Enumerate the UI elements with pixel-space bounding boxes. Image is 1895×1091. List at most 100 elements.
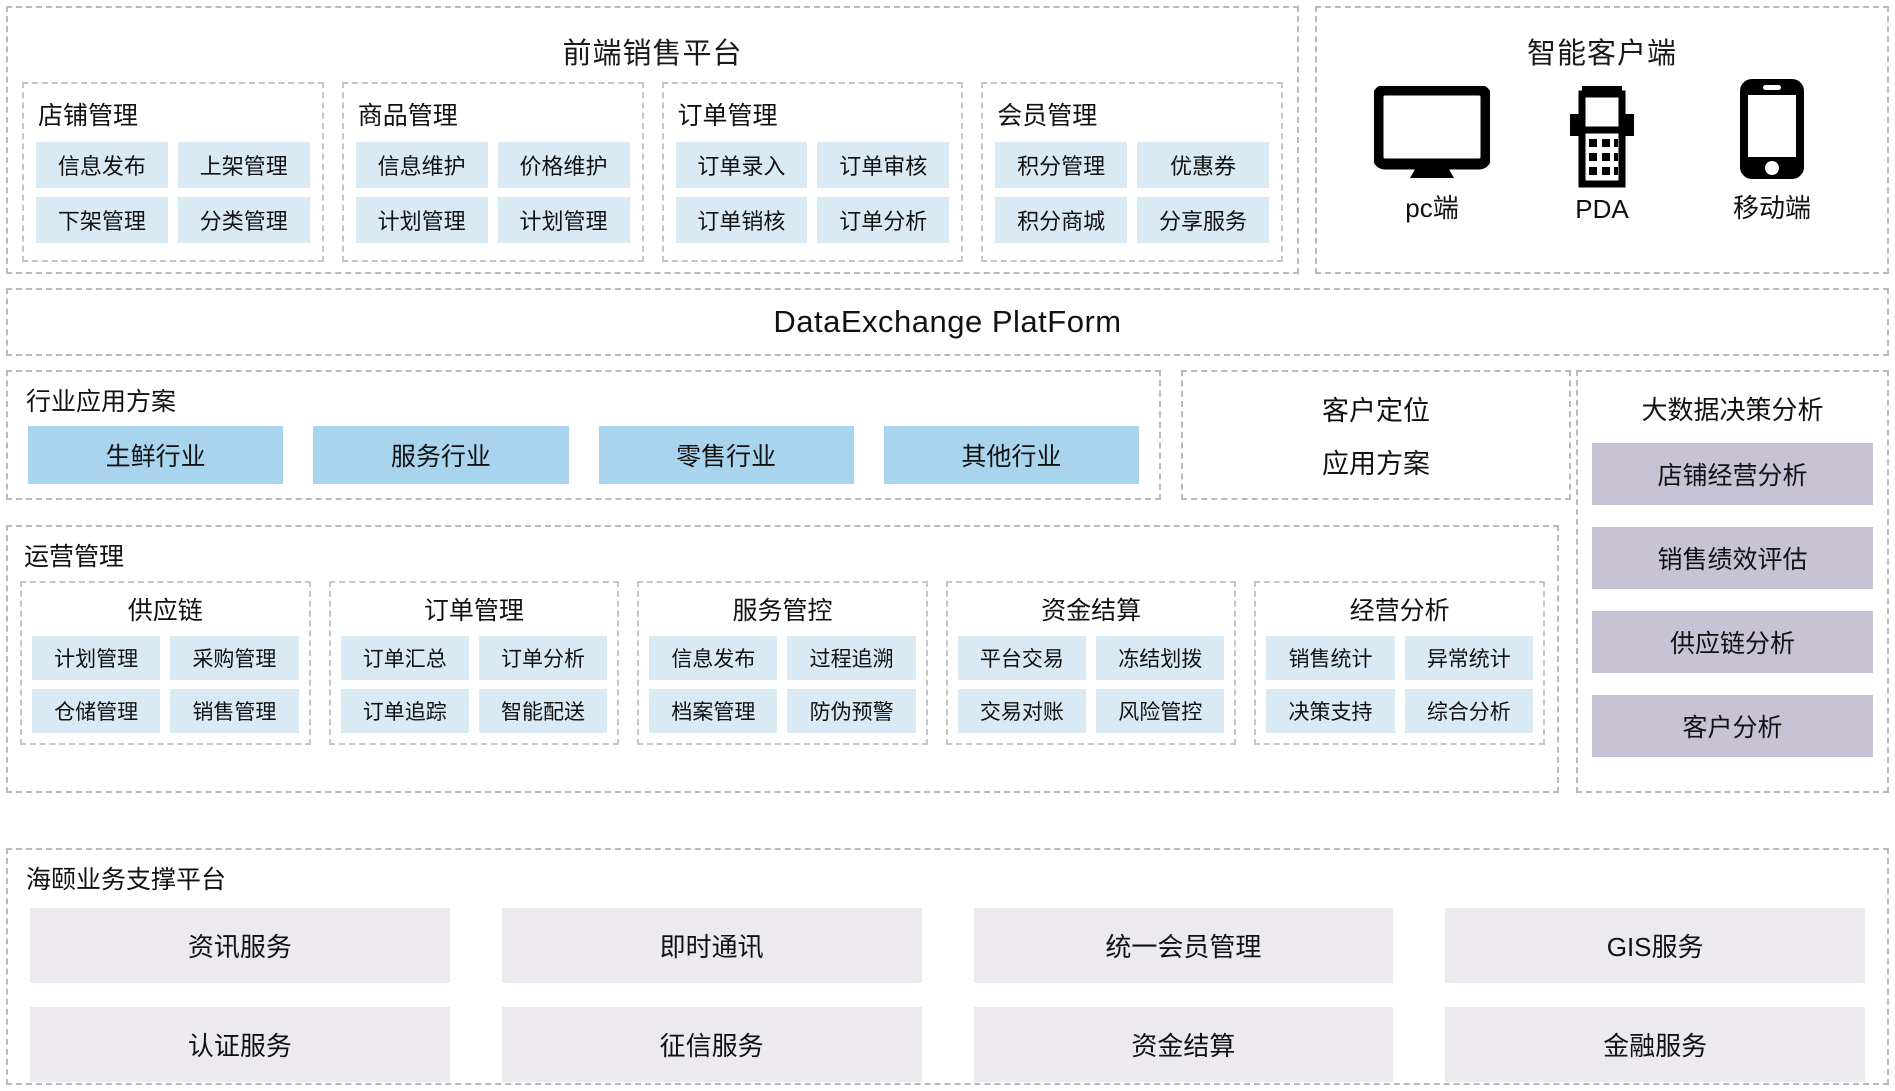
ops-chip[interactable]: 档案管理 xyxy=(649,689,778,733)
frontend-chip[interactable]: 信息发布 xyxy=(36,142,168,188)
support-chip[interactable]: 征信服务 xyxy=(501,1007,922,1082)
device-label: 移动端 xyxy=(1732,193,1811,223)
ops-chip-grid: 信息发布 过程追溯 档案管理 防伪预警 xyxy=(649,636,916,733)
frontend-chip[interactable]: 分类管理 xyxy=(177,197,310,243)
bigdata-chip[interactable]: 客户分析 xyxy=(1592,695,1873,757)
frontend-chip[interactable]: 订单录入 xyxy=(675,142,808,188)
device-pda[interactable]: PDA xyxy=(1517,84,1687,225)
support-chip[interactable]: 资讯服务 xyxy=(30,908,450,983)
frontend-chip[interactable]: 信息维护 xyxy=(355,142,488,188)
support-chip[interactable]: 金融服务 xyxy=(1445,1007,1865,1082)
dataexchange-platform-band: DataExchange PlatForm xyxy=(6,288,1889,356)
top-row: 前端销售平台 店铺管理 信息发布 上架管理 下架管理 分类管理 商品管理 信息维… xyxy=(6,6,1889,274)
ops-chip-grid: 平台交易 冻结划拨 交易对账 风险管控 xyxy=(957,636,1225,733)
support-chip[interactable]: 统一会员管理 xyxy=(973,908,1394,983)
frontend-chip[interactable]: 计划管理 xyxy=(355,197,488,243)
frontend-group-store: 店铺管理 信息发布 上架管理 下架管理 分类管理 xyxy=(22,82,324,262)
bigdata-analysis-box: 大数据决策分析 店铺经营分析 销售绩效评估 供应链分析 客户分析 xyxy=(1576,370,1889,793)
frontend-group-member: 会员管理 积分管理 优惠券 积分商城 分享服务 xyxy=(981,82,1283,262)
ops-group-title: 供应链 xyxy=(127,597,203,625)
frontend-chip[interactable]: 下架管理 xyxy=(36,197,168,243)
frontend-chip[interactable]: 价格维护 xyxy=(497,142,630,188)
ops-chip[interactable]: 智能配送 xyxy=(478,689,608,733)
support-platform-box: 海颐业务支撑平台 资讯服务 即时通讯 统一会员管理 GIS服务 认证服务 征信服… xyxy=(6,848,1889,1085)
ops-chip[interactable]: 综合分析 xyxy=(1404,689,1533,733)
ops-group-supply-chain: 供应链 计划管理 采购管理 仓储管理 销售管理 xyxy=(20,581,311,745)
frontend-chip-grid: 信息维护 价格维护 计划管理 计划管理 xyxy=(355,142,630,243)
customer-positioning-box: 客户定位 应用方案 xyxy=(1181,370,1571,500)
frontend-chip[interactable]: 分享服务 xyxy=(1137,197,1269,243)
ops-chip[interactable]: 交易对账 xyxy=(957,689,1087,733)
ops-chip[interactable]: 风险管控 xyxy=(1096,689,1225,733)
frontend-sales-platform-panel: 前端销售平台 店铺管理 信息发布 上架管理 下架管理 分类管理 商品管理 信息维… xyxy=(6,6,1299,274)
ops-chip[interactable]: 计划管理 xyxy=(32,636,161,680)
support-chip[interactable]: 即时通讯 xyxy=(501,908,922,983)
bigdata-chip[interactable]: 供应链分析 xyxy=(1592,611,1873,673)
frontend-group-order: 订单管理 订单录入 订单审核 订单销核 订单分析 xyxy=(661,82,964,262)
ops-chip[interactable]: 仓储管理 xyxy=(32,689,161,733)
device-pc[interactable]: pc端 xyxy=(1347,86,1517,225)
ops-chip[interactable]: 冻结划拨 xyxy=(1096,636,1225,680)
ops-chip[interactable]: 决策支持 xyxy=(1266,689,1395,733)
support-chip[interactable]: 资金结算 xyxy=(973,1007,1394,1082)
ops-chip[interactable]: 采购管理 xyxy=(170,636,299,680)
operations-management-box: 运营管理 供应链 计划管理 采购管理 仓储管理 销售管理 订单管理 订单汇总 xyxy=(6,525,1559,793)
ops-chip[interactable]: 平台交易 xyxy=(957,636,1087,680)
frontend-chip[interactable]: 积分商城 xyxy=(995,197,1128,243)
frontend-group-title: 商品管理 xyxy=(357,102,458,130)
frontend-chip[interactable]: 上架管理 xyxy=(177,142,310,188)
ops-chip[interactable]: 异常统计 xyxy=(1404,636,1533,680)
pda-icon xyxy=(1517,84,1687,188)
bigdata-title: 大数据决策分析 xyxy=(1641,395,1824,425)
ops-chip-grid: 计划管理 采购管理 仓储管理 销售管理 xyxy=(32,636,299,733)
ops-chip[interactable]: 防伪预警 xyxy=(787,689,916,733)
support-chip[interactable]: 认证服务 xyxy=(30,1007,450,1082)
customer-line: 客户定位 xyxy=(1322,396,1430,426)
device-list: pc端 xyxy=(1317,72,1887,225)
industry-chip[interactable]: 服务行业 xyxy=(313,426,569,484)
frontend-chip[interactable]: 优惠券 xyxy=(1137,142,1269,188)
ops-chip[interactable]: 订单汇总 xyxy=(340,636,469,680)
ops-chip[interactable]: 销售管理 xyxy=(170,689,299,733)
ops-chip[interactable]: 销售统计 xyxy=(1266,636,1395,680)
bigdata-chip[interactable]: 销售绩效评估 xyxy=(1592,527,1873,589)
industry-item-list: 生鲜行业 服务行业 零售行业 其他行业 xyxy=(22,426,1145,484)
dataexchange-title: DataExchange PlatForm xyxy=(773,304,1122,339)
ops-chip[interactable]: 订单分析 xyxy=(478,636,608,680)
ops-chip[interactable]: 过程追溯 xyxy=(787,636,916,680)
client-panel-title: 智能客户端 xyxy=(1526,38,1677,70)
frontend-chip[interactable]: 订单销核 xyxy=(675,197,808,243)
device-mobile[interactable]: 移动端 xyxy=(1687,76,1857,225)
frontend-chip[interactable]: 订单分析 xyxy=(817,197,950,243)
ops-chip-grid: 销售统计 异常统计 决策支持 综合分析 xyxy=(1266,636,1533,733)
middle-section: 行业应用方案 生鲜行业 服务行业 零售行业 其他行业 客户定位 应用方案 运营管… xyxy=(6,370,1889,820)
industry-chip[interactable]: 零售行业 xyxy=(598,426,854,484)
industry-chip[interactable]: 其他行业 xyxy=(883,426,1139,484)
support-item-grid: 资讯服务 即时通讯 统一会员管理 GIS服务 认证服务 征信服务 资金结算 金融… xyxy=(22,904,1873,1082)
frontend-chip[interactable]: 积分管理 xyxy=(995,142,1128,188)
ops-group-business-analysis: 经营分析 销售统计 异常统计 决策支持 综合分析 xyxy=(1254,581,1545,745)
ops-chip[interactable]: 信息发布 xyxy=(649,636,778,680)
operations-group-list: 供应链 计划管理 采购管理 仓储管理 销售管理 订单管理 订单汇总 订单分析 订… xyxy=(20,581,1545,745)
industry-solutions-box: 行业应用方案 生鲜行业 服务行业 零售行业 其他行业 xyxy=(6,370,1161,500)
support-title: 海颐业务支撑平台 xyxy=(26,866,227,894)
ops-group-order: 订单管理 订单汇总 订单分析 订单追踪 智能配送 xyxy=(328,581,620,745)
frontend-chip[interactable]: 订单审核 xyxy=(817,142,950,188)
bigdata-chip[interactable]: 店铺经营分析 xyxy=(1592,443,1873,505)
support-chip[interactable]: GIS服务 xyxy=(1445,908,1865,983)
ops-chip[interactable]: 订单追踪 xyxy=(340,689,469,733)
frontend-group-product: 商品管理 信息维护 价格维护 计划管理 计划管理 xyxy=(341,82,644,262)
ops-chip-grid: 订单汇总 订单分析 订单追踪 智能配送 xyxy=(340,636,608,733)
frontend-chip-grid: 订单录入 订单审核 订单销核 订单分析 xyxy=(675,142,950,243)
industry-chip[interactable]: 生鲜行业 xyxy=(28,426,284,484)
device-label: PDA xyxy=(1575,194,1629,224)
frontend-chip[interactable]: 计划管理 xyxy=(497,197,630,243)
smart-client-panel: 智能客户端 pc端 xyxy=(1315,6,1889,274)
frontend-group-title: 会员管理 xyxy=(997,102,1098,130)
frontend-chip-grid: 积分管理 优惠券 积分商城 分享服务 xyxy=(995,142,1269,243)
mobile-icon xyxy=(1687,76,1857,182)
ops-group-title: 订单管理 xyxy=(423,597,524,625)
frontend-group-list: 店铺管理 信息发布 上架管理 下架管理 分类管理 商品管理 信息维护 价格维护 … xyxy=(8,72,1297,262)
frontend-chip-grid: 信息发布 上架管理 下架管理 分类管理 xyxy=(36,142,310,243)
